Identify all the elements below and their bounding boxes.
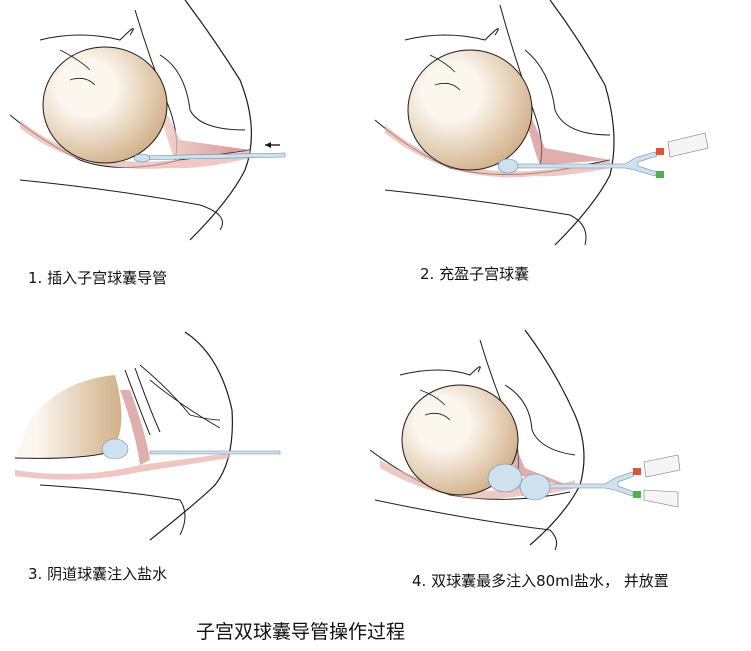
step-1-illustration (0, 0, 330, 250)
step-4-illustration (360, 320, 751, 550)
figure-title: 子宫双球囊导管操作过程 (196, 621, 406, 643)
step-4-caption: 4. 双球囊最多注入80ml盐水， 并放置 (412, 570, 669, 591)
step-number: 2. (420, 265, 435, 283)
red-valve-icon (633, 468, 641, 475)
syringe-icon (643, 489, 679, 508)
step-3-illustration (0, 320, 330, 550)
uterus-balloon-inflation-drawing (374, 0, 709, 246)
syringe-icon (643, 454, 681, 478)
step-label: 阴道球囊注入盐水 (47, 565, 168, 583)
red-valve-icon (656, 148, 664, 155)
step-3-caption: 3. 阴道球囊注入盐水 (28, 563, 167, 584)
vaginal-balloon (519, 473, 551, 501)
step-2-illustration (360, 0, 751, 250)
double-balloon-placement-drawing (369, 329, 681, 550)
uterus-catheter-insertion-drawing (9, 0, 286, 241)
step-number: 1. (28, 269, 43, 287)
step-number: 4. (412, 572, 427, 590)
green-valve-icon (656, 171, 664, 178)
step-label: 充盈子宫球囊 (439, 265, 530, 283)
step-1-caption: 1. 插入子宫球囊导管 (28, 267, 167, 288)
vaginal-balloon-filling-drawing (14, 331, 281, 541)
green-valve-icon (633, 491, 641, 498)
step-number: 3. (28, 565, 43, 583)
syringe-icon (667, 132, 709, 158)
step-2-caption: 2. 充盈子宫球囊 (420, 263, 529, 284)
step-label: 插入子宫球囊导管 (47, 269, 168, 287)
step-label: 双球囊最多注入80ml盐水， 并放置 (431, 572, 669, 590)
uterine-balloon (487, 463, 523, 493)
